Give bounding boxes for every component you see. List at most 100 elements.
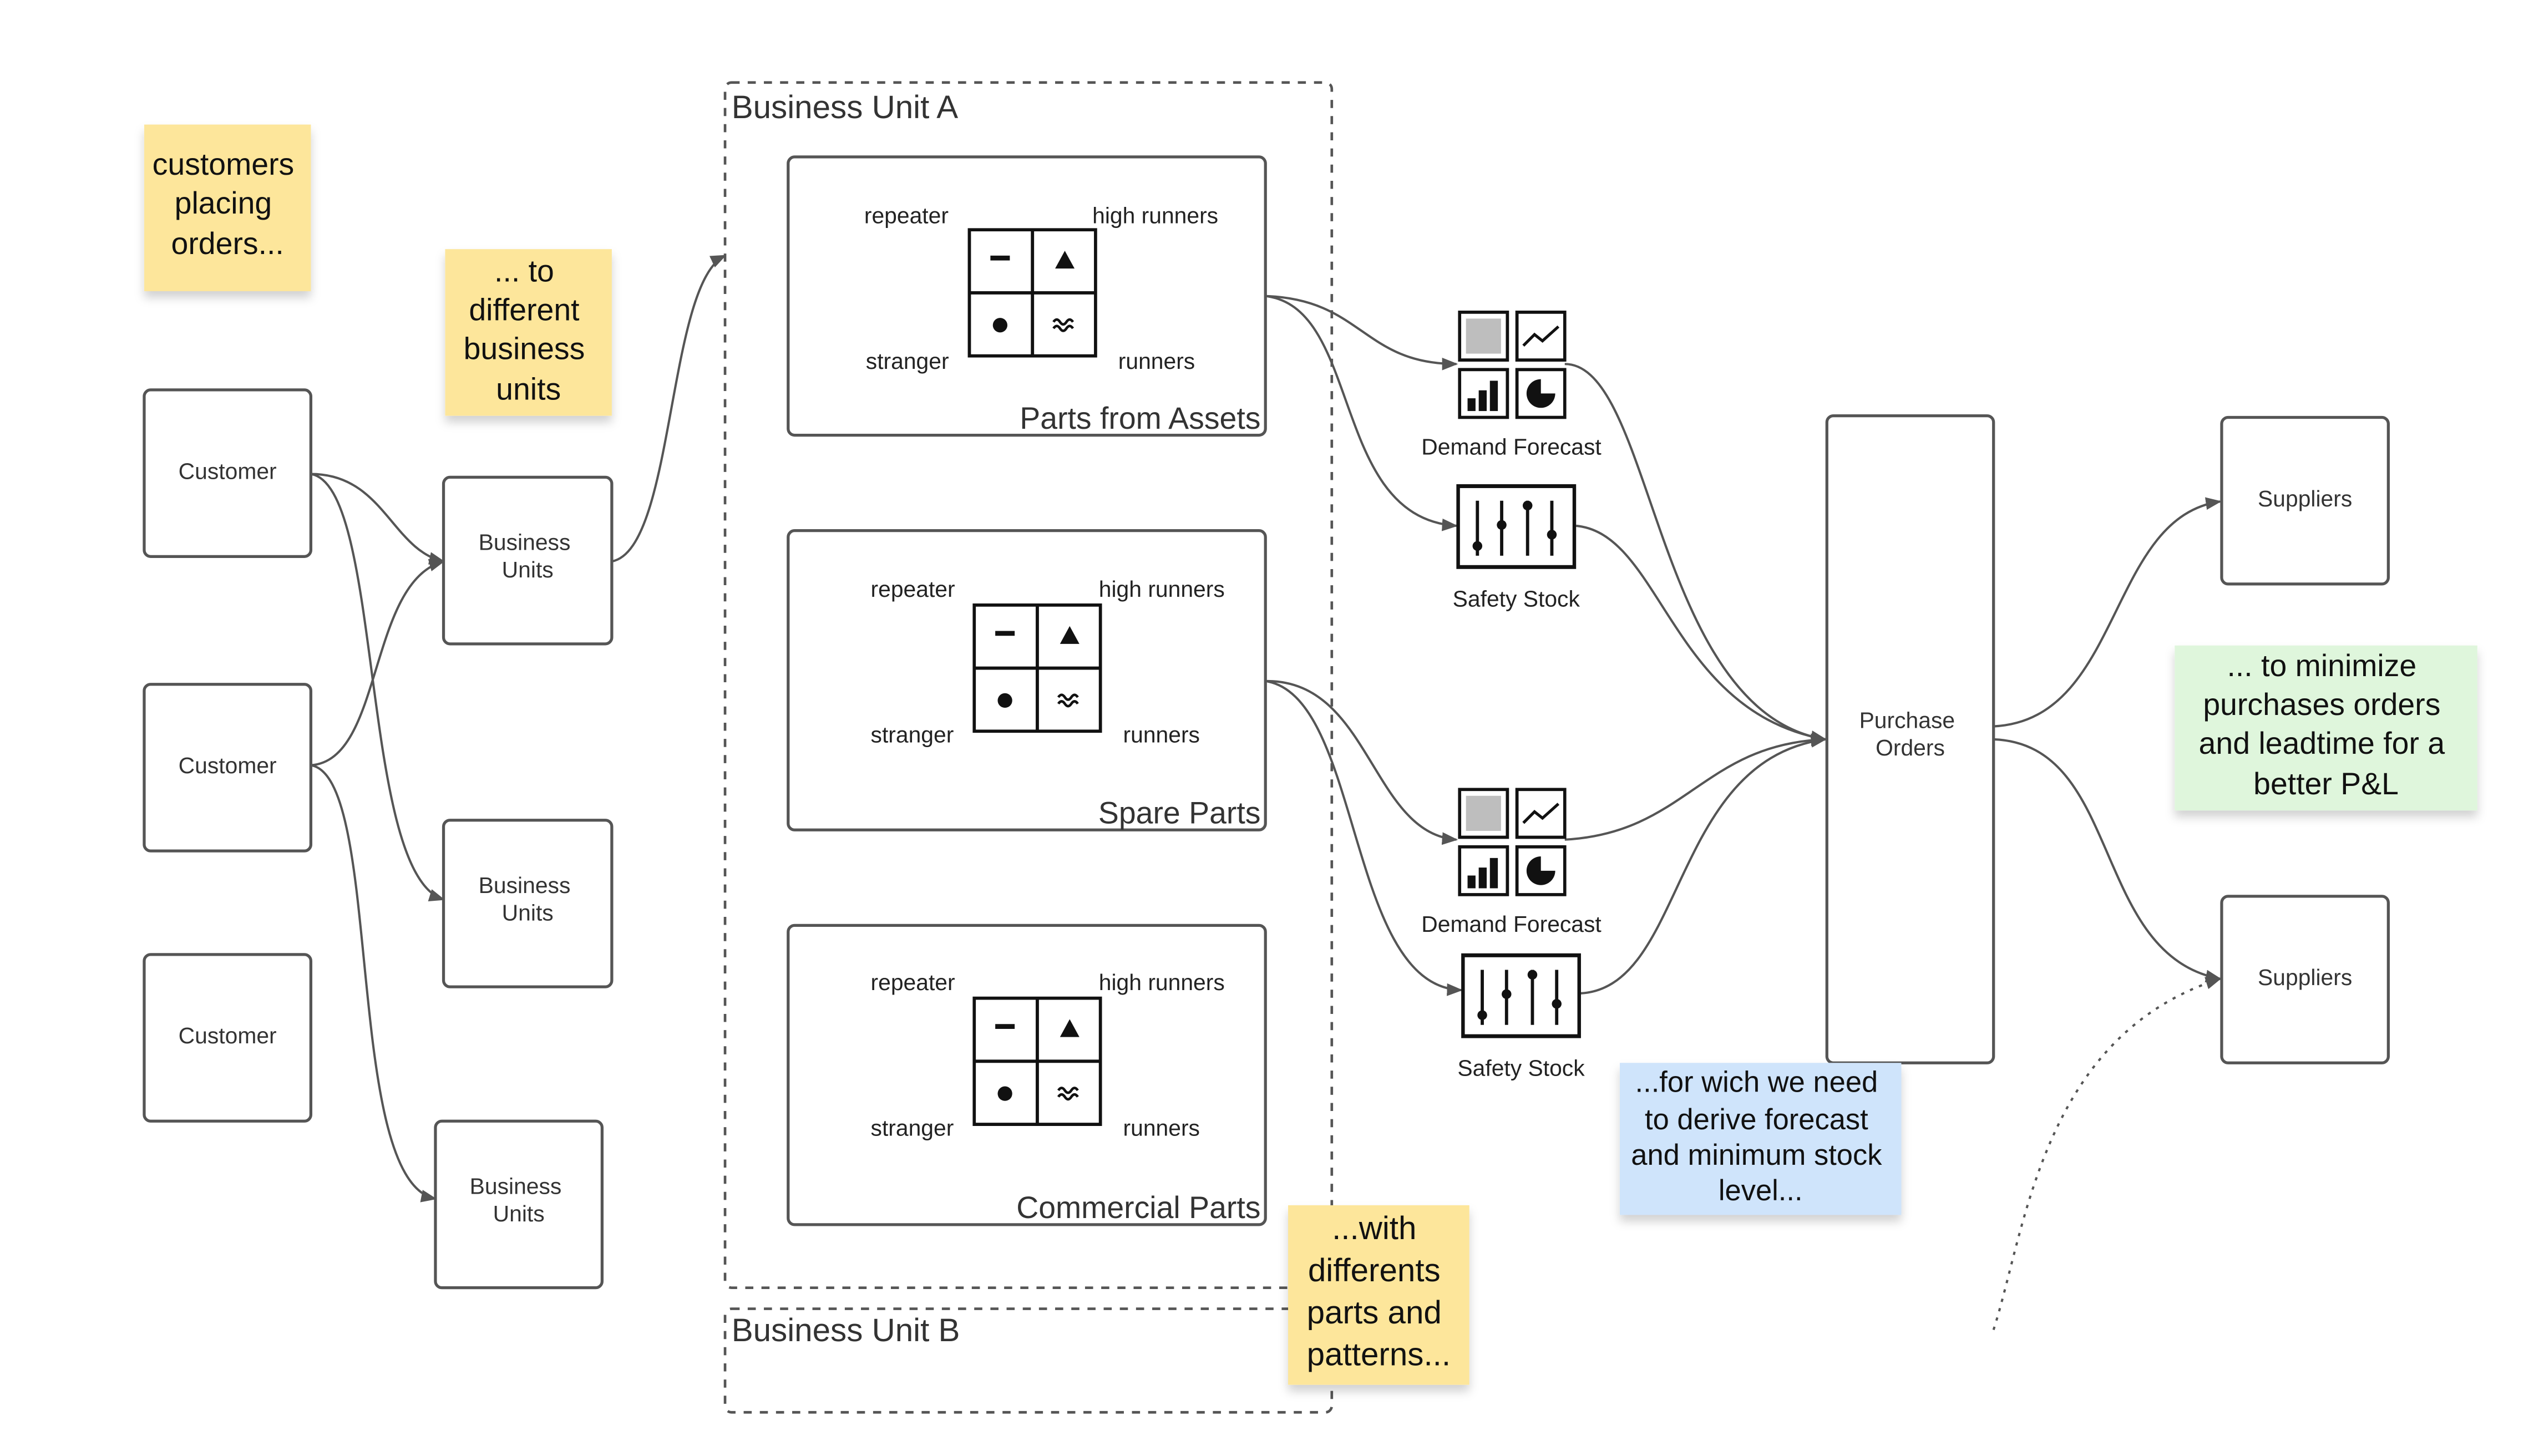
customer-label: Customer: [179, 753, 277, 778]
connector-spare-parts-forecast: [1265, 679, 1458, 845]
note-line: patterns...: [1307, 1337, 1451, 1373]
demand-forecast-icon: [1459, 312, 1565, 418]
matrix-label-stranger: stranger: [871, 722, 954, 748]
purchase-orders-label-line: Purchase: [1859, 708, 1955, 733]
svg-text:... to minimize purchase: ... to minimize purchases orders and lea…: [2199, 648, 2454, 801]
note-line: and leadtime for a: [2199, 726, 2445, 760]
part-pattern-matrix-icon: [969, 230, 1096, 356]
connector-safety1-po: [1576, 524, 1827, 743]
note-line: ...with: [1332, 1210, 1416, 1246]
demand-forecast-label: Demand Forecast: [1421, 911, 1602, 937]
connector-bu1-business-unit-a: [611, 254, 727, 563]
connectors: [311, 254, 2222, 1331]
parts-group-parts-from-assets[interactable]: repeater high runners stranger runners P…: [787, 155, 1267, 437]
supplier-label: Suppliers: [2258, 965, 2352, 990]
connector-parts-assets-forecast: [1265, 295, 1458, 371]
svg-text:... to different b: ... to different business units: [464, 253, 594, 406]
business-units-box[interactable]: Business Units: [442, 819, 614, 988]
sliders-icon: [1458, 486, 1574, 567]
connector-forecast2-po: [1564, 733, 1827, 841]
business-unit-a-title: Business Unit A: [732, 89, 959, 125]
demand-forecast-node[interactable]: Demand Forecast: [1421, 789, 1602, 937]
svg-text:Purchase Orders: Purchase Orders: [1859, 708, 1962, 761]
part-pattern-matrix-icon: [974, 605, 1101, 732]
connector-po-supplier2: [1993, 738, 2222, 983]
parts-group-spare-parts[interactable]: repeater high runners stranger runners S…: [787, 529, 1267, 831]
supplier-box[interactable]: Suppliers: [2220, 415, 2390, 586]
note-line: business: [464, 331, 585, 366]
note-line: different: [469, 292, 579, 327]
safety-stock-node[interactable]: Safety Stock: [1453, 486, 1580, 612]
note-line: purchases orders: [2203, 687, 2440, 722]
connector-customer1-bu2: [311, 473, 445, 901]
matrix-label-repeater: repeater: [871, 970, 955, 995]
customer-box[interactable]: Customer: [143, 388, 312, 558]
note-line: placing: [175, 186, 272, 220]
demand-forecast-icon: [1459, 789, 1565, 895]
connector-parts-assets-safety: [1265, 295, 1458, 531]
supplier-label: Suppliers: [2258, 486, 2352, 511]
note-line: ... to minimize: [2227, 648, 2417, 683]
business-units-box[interactable]: Business Units: [442, 475, 614, 646]
safety-stock-node[interactable]: Safety Stock: [1457, 955, 1585, 1081]
note-line: to derive forecast: [1645, 1103, 1868, 1136]
customer-label: Customer: [179, 458, 277, 484]
parts-group-title: Spare Parts: [1098, 796, 1261, 830]
note-line: parts and: [1307, 1295, 1442, 1331]
connector-safety2-po: [1580, 735, 1827, 995]
matrix-label-high-runners: high runners: [1099, 970, 1225, 995]
customer-box[interactable]: Customer: [143, 953, 312, 1123]
sliders-icon: [1463, 955, 1579, 1036]
sticky-note-with-differents-parts: ...with differents parts and patterns...: [1288, 1205, 1469, 1385]
matrix-label-stranger: stranger: [871, 1115, 954, 1141]
note-line: ... to: [494, 253, 554, 288]
matrix-label-runners: runners: [1123, 1115, 1200, 1141]
connector-forecast1-po: [1564, 363, 1827, 744]
matrix-label-high-runners: high runners: [1092, 202, 1218, 228]
svg-text:Business Units: Business Units: [479, 872, 577, 926]
matrix-label-high-runners: high runners: [1099, 576, 1225, 602]
business-unit-a-container: [723, 81, 1334, 1289]
business-units-label-line: Units: [493, 1201, 545, 1226]
connector-po-supplier1: [1993, 497, 2222, 728]
svg-text:Business Units: Business Units: [479, 530, 577, 583]
connector-spare-parts-safety: [1265, 679, 1463, 996]
sticky-note-customers-placing-orders: customers placing orders...: [144, 124, 311, 292]
note-line: and minimum stock: [1631, 1139, 1882, 1171]
demand-forecast-node[interactable]: Demand Forecast: [1421, 312, 1602, 460]
business-units-label-line: Units: [502, 900, 554, 926]
connector-customer1-bu1: [311, 473, 445, 565]
supplier-box[interactable]: Suppliers: [2220, 895, 2390, 1064]
business-units-label-line: Business: [470, 1174, 562, 1199]
connector-customer2-bu3: [311, 764, 437, 1203]
matrix-label-runners: runners: [1123, 722, 1200, 748]
connector-external-supplier2: [1992, 977, 2222, 1331]
note-line: orders...: [171, 226, 284, 261]
demand-forecast-label: Demand Forecast: [1421, 434, 1602, 460]
business-units-box[interactable]: Business Units: [434, 1119, 604, 1290]
connector-customer2-bu1: [311, 559, 445, 767]
business-units-label-line: Business: [479, 872, 571, 898]
customer-label: Customer: [179, 1023, 277, 1048]
business-units-label-line: Business: [479, 530, 571, 555]
business-unit-b-title: Business Unit B: [732, 1312, 960, 1348]
note-line: level...: [1719, 1174, 1803, 1207]
sticky-note-to-different-business-units: ... to different business units: [445, 249, 612, 416]
svg-text:...with differents: ...with differents parts and patterns...: [1307, 1210, 1451, 1373]
parts-group-title: Commercial Parts: [1016, 1190, 1260, 1225]
note-line: better P&L: [2253, 767, 2399, 801]
matrix-label-stranger: stranger: [866, 348, 949, 374]
svg-text:Business Units: Business Units: [470, 1174, 568, 1227]
note-line: units: [496, 372, 561, 406]
business-units-label-line: Units: [502, 557, 554, 582]
purchase-orders-label-line: Orders: [1876, 735, 1945, 760]
parts-group-title: Parts from Assets: [1020, 401, 1260, 435]
parts-group-commercial-parts[interactable]: repeater high runners stranger runners C…: [787, 924, 1267, 1226]
svg-text:...for wich we need to d: ...for wich we need to derive forecast a…: [1631, 1066, 1890, 1207]
purchase-orders-box[interactable]: Purchase Orders: [1825, 414, 1995, 1064]
note-line: differents: [1308, 1252, 1441, 1288]
customer-box[interactable]: Customer: [143, 683, 312, 853]
safety-stock-label: Safety Stock: [1457, 1056, 1585, 1081]
svg-text:customers placing: customers placing orders...: [153, 147, 303, 261]
